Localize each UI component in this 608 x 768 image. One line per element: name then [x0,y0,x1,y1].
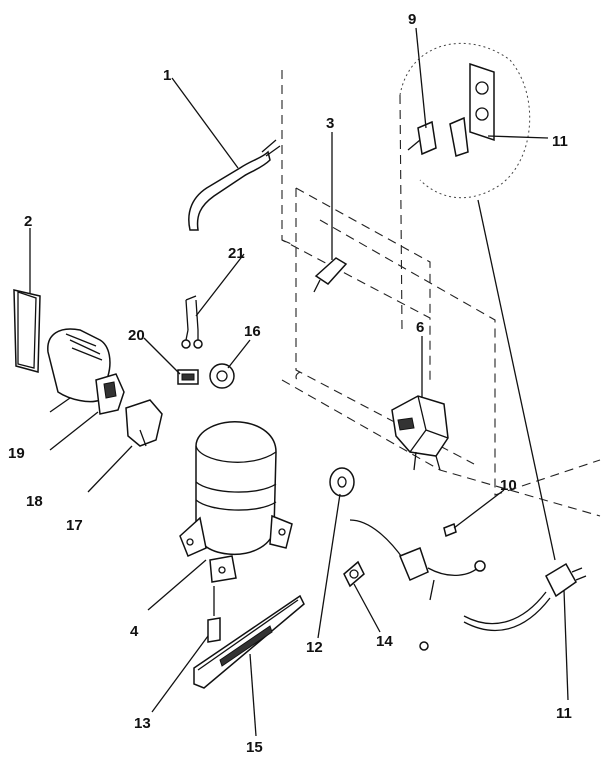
callout-2: 2 [24,213,32,230]
callout-9: 9 [408,11,416,28]
part-11-power-cord [463,562,587,632]
part-14-clip [343,560,365,588]
part-4-compressor [179,421,293,583]
callout-10: 10 [500,477,517,494]
callout-12: 12 [306,639,323,656]
callout-labels: 1 2 3 21 20 16 6 9 11 10 19 18 17 4 12 1… [8,11,572,756]
callout-1: 1 [163,67,171,84]
callout-19: 19 [8,445,25,462]
part-12-hub [329,467,355,497]
part-9-11-detail [407,62,495,157]
part-21-harness [181,295,203,349]
part-19-cover [47,328,111,403]
callout-11-bottom: 11 [556,705,572,722]
part-17-overload [125,399,163,447]
callout-15: 15 [246,739,263,756]
callout-4: 4 [130,623,139,640]
part-18-relay [95,373,125,415]
callout-21: 21 [228,245,245,262]
part-15-base-rail [193,594,305,689]
part-1-tube [188,139,281,231]
callout-3: 3 [326,115,334,132]
callout-11-top: 11 [552,133,568,150]
part-10-screw [443,522,457,538]
callout-14: 14 [376,633,393,650]
callout-16: 16 [244,323,261,340]
wire-assembly [349,519,486,651]
callout-6: 6 [416,319,424,336]
detail-circle [399,42,556,561]
part-20-terminal [177,369,199,385]
part-13-mount [207,586,221,643]
leader-lines [29,27,569,737]
part-2-bracket [13,289,41,373]
part-16-grommet [209,363,235,389]
callout-17: 17 [66,517,83,534]
callout-20: 20 [128,327,145,344]
callout-18: 18 [26,493,43,510]
callout-13: 13 [134,715,151,732]
part-3-clip [313,257,348,293]
